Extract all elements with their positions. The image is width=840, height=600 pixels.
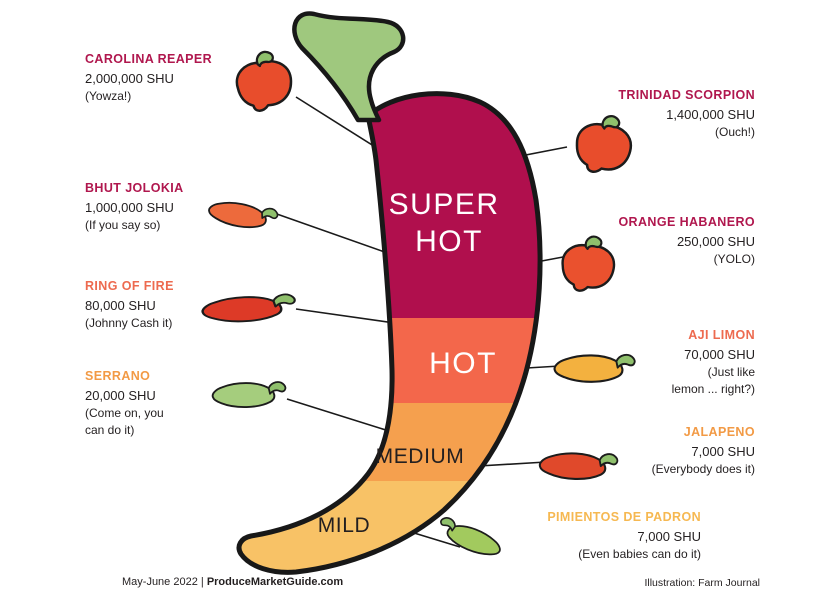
pepper-comment: (Even babies can do it) — [578, 547, 701, 561]
entry-serrano: SERRANO 20,000 SHU (Come on, you can do … — [85, 367, 305, 439]
entry-jalapeno: JALAPENO 7,000 SHU (Everybody does it) — [535, 423, 755, 478]
pepper-name: RING OF FIRE — [85, 279, 174, 293]
pepper-name: PIMIENTOS DE PADRON — [547, 510, 701, 524]
pepper-comment: (Johnny Cash it) — [85, 316, 173, 330]
big-pepper-stem — [292, 11, 406, 123]
pepper-name: CAROLINA REAPER — [85, 52, 213, 66]
pepper-shu: 70,000 SHU — [684, 347, 755, 362]
pepper-comment: (Just like lemon ... right?) — [671, 365, 755, 396]
issue-date: May-June 2022 — [122, 576, 198, 588]
pepper-shu: 20,000 SHU — [85, 388, 156, 403]
pepper-shu: 1,400,000 SHU — [666, 107, 755, 122]
connector-serrano — [286, 398, 390, 432]
issue-and-source: May-June 2022 | ProduceMarketGuide.com — [122, 576, 343, 588]
pepper-shu: 1,000,000 SHU — [85, 200, 174, 215]
pepper-comment: (Yowza!) — [85, 89, 132, 103]
pepper-comment: (If you say so) — [85, 218, 161, 232]
site-name: ProduceMarketGuide.com — [206, 576, 344, 588]
pepper-name: ORANGE HABANERO — [618, 215, 755, 229]
pepper-shu: 80,000 SHU — [85, 298, 156, 313]
pepper-shu: 7,000 SHU — [637, 529, 701, 544]
pepper-comment: (Come on, you can do it) — [85, 406, 164, 437]
entry-trinidad-scorpion: TRINIDAD SCORPION 1,400,000 SHU (Ouch!) — [535, 86, 755, 141]
zone-label-mild: MILD — [318, 514, 371, 537]
entry-pimientos-de-padron: PIMIENTOS DE PADRON 7,000 SHU (Even babi… — [481, 508, 701, 563]
zone-label-medium: MEDIUM — [376, 445, 465, 468]
pepper-comment: (YOLO) — [713, 252, 755, 266]
pepper-shu: 7,000 SHU — [691, 444, 755, 459]
entry-bhut-jolokia: BHUT JOLOKIA 1,000,000 SHU (If you say s… — [85, 179, 305, 234]
pepper-shu: 250,000 SHU — [676, 234, 755, 249]
pepper-comment: (Ouch!) — [714, 125, 755, 139]
big-pepper-body-outline — [236, 91, 543, 575]
pepper-name: BHUT JOLOKIA — [85, 181, 184, 195]
entry-aji-limon: AJI LIMON 70,000 SHU (Just like lemon ..… — [535, 326, 755, 398]
pepper-name: SERRANO — [85, 369, 151, 383]
pepper-name: AJI LIMON — [688, 328, 755, 342]
zone-label-super-hot: SUPER HOT — [389, 188, 510, 258]
footer-separator: | — [200, 576, 204, 588]
entry-ring-of-fire: RING OF FIRE 80,000 SHU (Johnny Cash it) — [85, 277, 305, 332]
entry-orange-habanero: ORANGE HABANERO 250,000 SHU (YOLO) — [535, 213, 755, 268]
pepper-shu: 2,000,000 SHU — [85, 71, 174, 86]
zone-label-hot: HOT — [429, 347, 497, 380]
pepper-comment: (Everybody does it) — [651, 462, 755, 476]
illustration-credit: Illustration: Farm Journal — [644, 577, 760, 589]
pepper-name: TRINIDAD SCORPION — [618, 88, 755, 102]
entry-carolina-reaper: CAROLINA REAPER 2,000,000 SHU (Yowza!) — [85, 50, 305, 105]
pepper-name: JALAPENO — [683, 425, 755, 439]
